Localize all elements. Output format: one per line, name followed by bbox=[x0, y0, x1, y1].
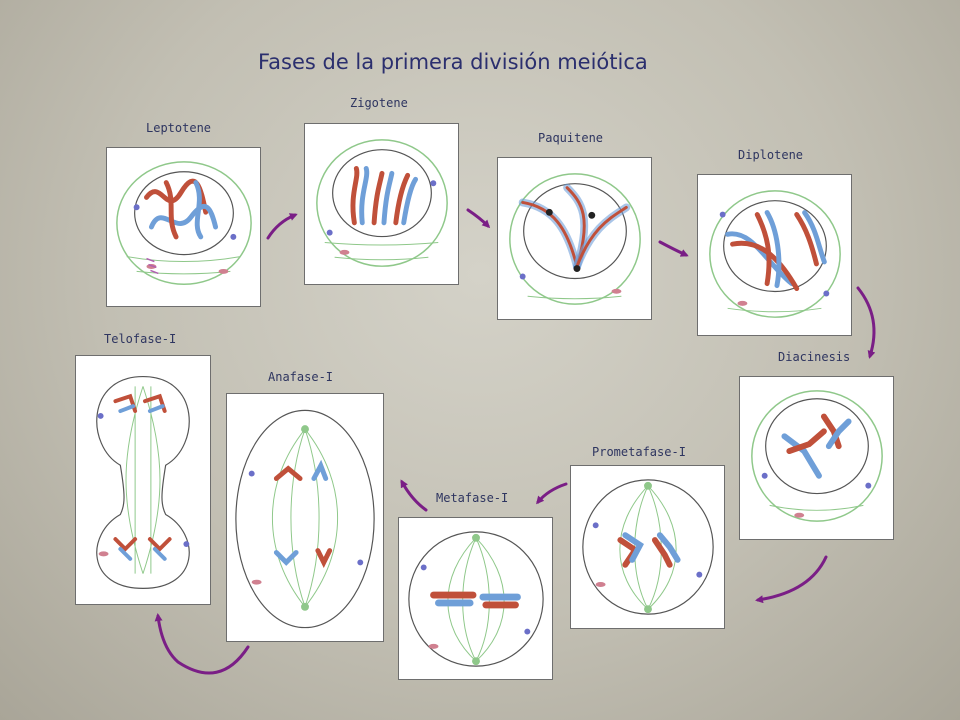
cell-zigotene-drawing bbox=[316, 139, 448, 267]
label-telofase: Telofase-I bbox=[104, 332, 177, 346]
label-metafase: Metafase-I bbox=[436, 491, 509, 505]
panel-paquitene bbox=[497, 157, 652, 320]
arrow-zigo-to-paqui bbox=[466, 208, 491, 229]
arrow-lepto-to-zigo bbox=[266, 213, 298, 240]
arrow-meta-to-ana bbox=[400, 479, 428, 512]
panel-leptotene bbox=[106, 147, 261, 307]
slide-title: Fases de la primera división meiótica bbox=[258, 50, 648, 74]
arrow-paqui-to-diplo bbox=[658, 240, 689, 257]
panel-telofase bbox=[75, 355, 211, 605]
label-prometafase: Prometafase-I bbox=[592, 445, 686, 459]
panel-prometafase bbox=[570, 465, 725, 629]
panel-metafase bbox=[398, 517, 553, 680]
cell-anafase-drawing bbox=[235, 409, 375, 629]
label-leptotene: Leptotene bbox=[146, 121, 212, 135]
panel-diacinesis bbox=[739, 376, 894, 540]
cell-paquitene-drawing bbox=[509, 173, 641, 305]
label-paquitene: Paquitene bbox=[538, 131, 604, 145]
panel-anafase bbox=[226, 393, 384, 642]
label-diacinesis: Diacinesis bbox=[778, 350, 851, 364]
label-zigotene: Zigotene bbox=[350, 96, 408, 110]
cell-diacinesis-drawing bbox=[751, 390, 883, 522]
label-anafase: Anafase-I bbox=[268, 370, 334, 384]
cell-leptotene-drawing bbox=[116, 161, 252, 285]
cell-telofase-drawing bbox=[96, 375, 190, 589]
panel-zigotene bbox=[304, 123, 459, 285]
label-diplotene: Diplotene bbox=[738, 148, 804, 162]
cell-diplotene-drawing bbox=[709, 190, 841, 318]
arrow-prometa-to-meta bbox=[536, 482, 568, 505]
cell-metafase-drawing bbox=[408, 531, 544, 667]
arrow-diaci-to-prometa bbox=[755, 555, 828, 604]
arrow-diplo-to-diaci bbox=[856, 286, 876, 359]
arrow-ana-to-telo bbox=[154, 613, 250, 675]
panel-diplotene bbox=[697, 174, 852, 336]
cell-prometafase-drawing bbox=[582, 479, 714, 615]
